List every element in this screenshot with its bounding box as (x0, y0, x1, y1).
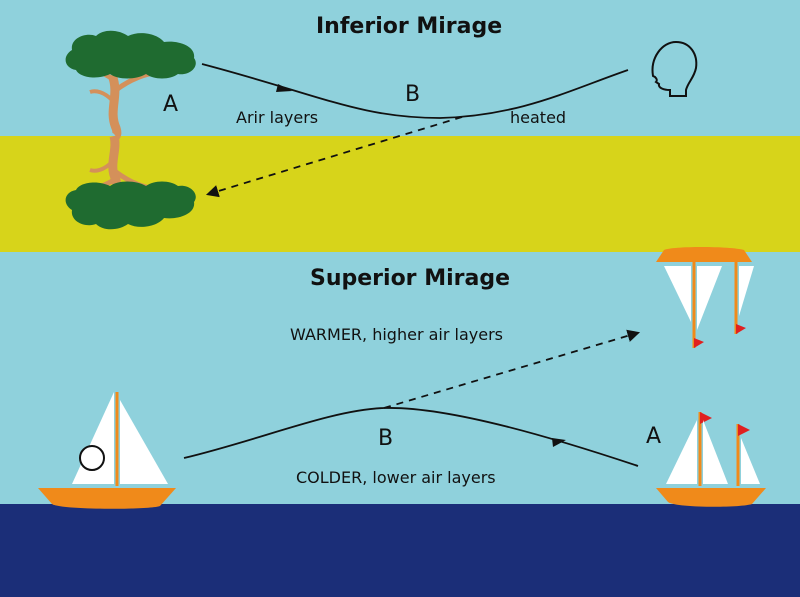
inferior-label-b: B (405, 82, 421, 107)
tree-icon (65, 30, 196, 140)
inferior-mirage-title: Inferior Mirage (316, 14, 503, 39)
superior-light-ray (183, 407, 639, 467)
inferior-label-a: A (163, 92, 179, 117)
observer-head-icon (651, 40, 698, 97)
superior-label-a: A (646, 424, 662, 449)
sailboat-icon (656, 412, 766, 507)
inferior-apparent-ray (205, 116, 463, 198)
superior-label-b: B (378, 426, 394, 451)
warmer-layers-label: WARMER, higher air layers (290, 325, 503, 344)
inverted-sailboat-image (656, 247, 754, 348)
superior-ray-arrowhead (552, 438, 566, 447)
colder-layers-label: COLDER, lower air layers (296, 468, 496, 487)
sailboat-icon (38, 392, 176, 509)
superior-apparent-ray (383, 329, 641, 409)
porthole-icon (79, 445, 105, 471)
sea-band (0, 504, 800, 597)
inferior-light-ray (201, 63, 629, 119)
tree-reflection (65, 134, 196, 230)
heated-label: heated (510, 108, 567, 127)
air-layers-label: Arir layers (236, 108, 319, 127)
inferior-ray-arrowhead (276, 84, 292, 92)
superior-mirage-title: Superior Mirage (310, 266, 510, 291)
